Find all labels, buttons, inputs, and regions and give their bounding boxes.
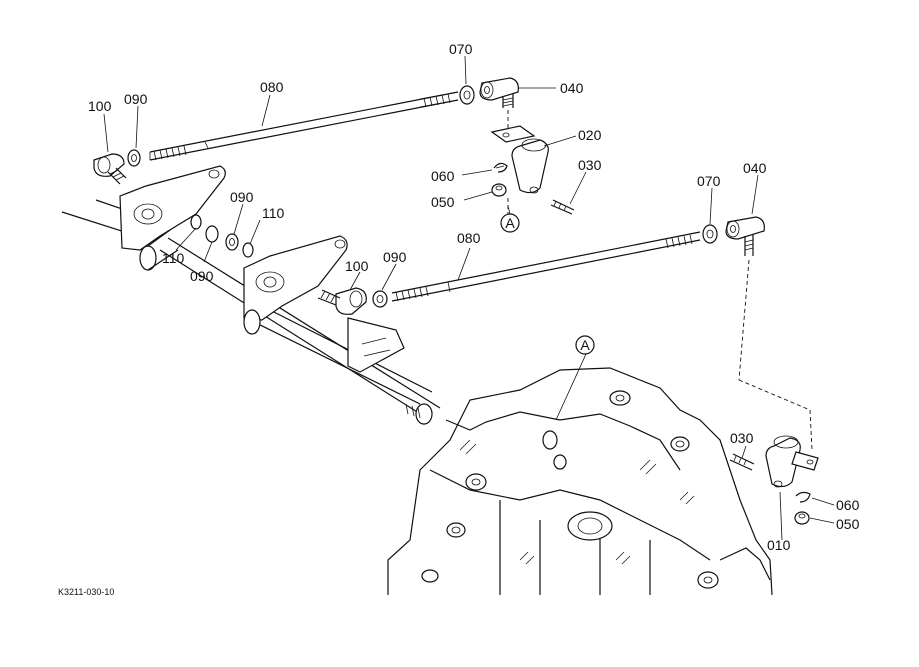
part-label-040-lower: 040 (743, 160, 767, 176)
part-label-050-lower: 050 (836, 516, 860, 532)
part-label-100-upper: 100 (88, 98, 112, 114)
part-label-060-lower: 060 (836, 497, 860, 513)
part-label-080-upper: 080 (260, 79, 284, 95)
shift-shaft-brackets (61, 165, 441, 425)
part-label-100-lower: 100 (345, 258, 369, 274)
part-label-020: 020 (578, 127, 602, 143)
callout-A-lower: A (575, 335, 595, 355)
part-label-090-left: 090 (190, 268, 214, 284)
part-label-070-upper: 070 (449, 41, 473, 57)
callout-A-lower-label: A (580, 337, 590, 353)
part-label-030-upper: 030 (578, 157, 602, 173)
upper-lever-020 (490, 125, 575, 215)
part-label-010: 010 (767, 537, 791, 553)
callout-A-upper: A (500, 213, 520, 233)
part-label-050-upper: 050 (431, 194, 455, 210)
lower-lever-010 (729, 435, 819, 525)
part-label-080-lower: 080 (457, 230, 481, 246)
part-label-030-lower: 030 (730, 430, 754, 446)
leader-lines (103, 55, 835, 541)
part-label-110-mid: 110 (262, 205, 285, 221)
part-label-090-upper: 090 (124, 91, 148, 107)
part-label-090-lower: 090 (383, 249, 407, 265)
callout-A-upper-label: A (505, 215, 515, 231)
part-label-040-upper: 040 (560, 80, 584, 96)
upper-rod-assembly (93, 77, 519, 185)
part-label-110-left: 110 (162, 250, 185, 266)
transmission-housing (387, 367, 773, 596)
lower-rod-assembly (317, 216, 813, 451)
part-labels: 070 040 080 100 090 020 030 060 050 090 … (88, 41, 860, 553)
part-label-090-mid: 090 (230, 189, 254, 205)
part-label-060-upper: 060 (431, 168, 455, 184)
drawing-code: K3211-030-10 (58, 587, 114, 597)
part-label-070-lower: 070 (697, 173, 721, 189)
